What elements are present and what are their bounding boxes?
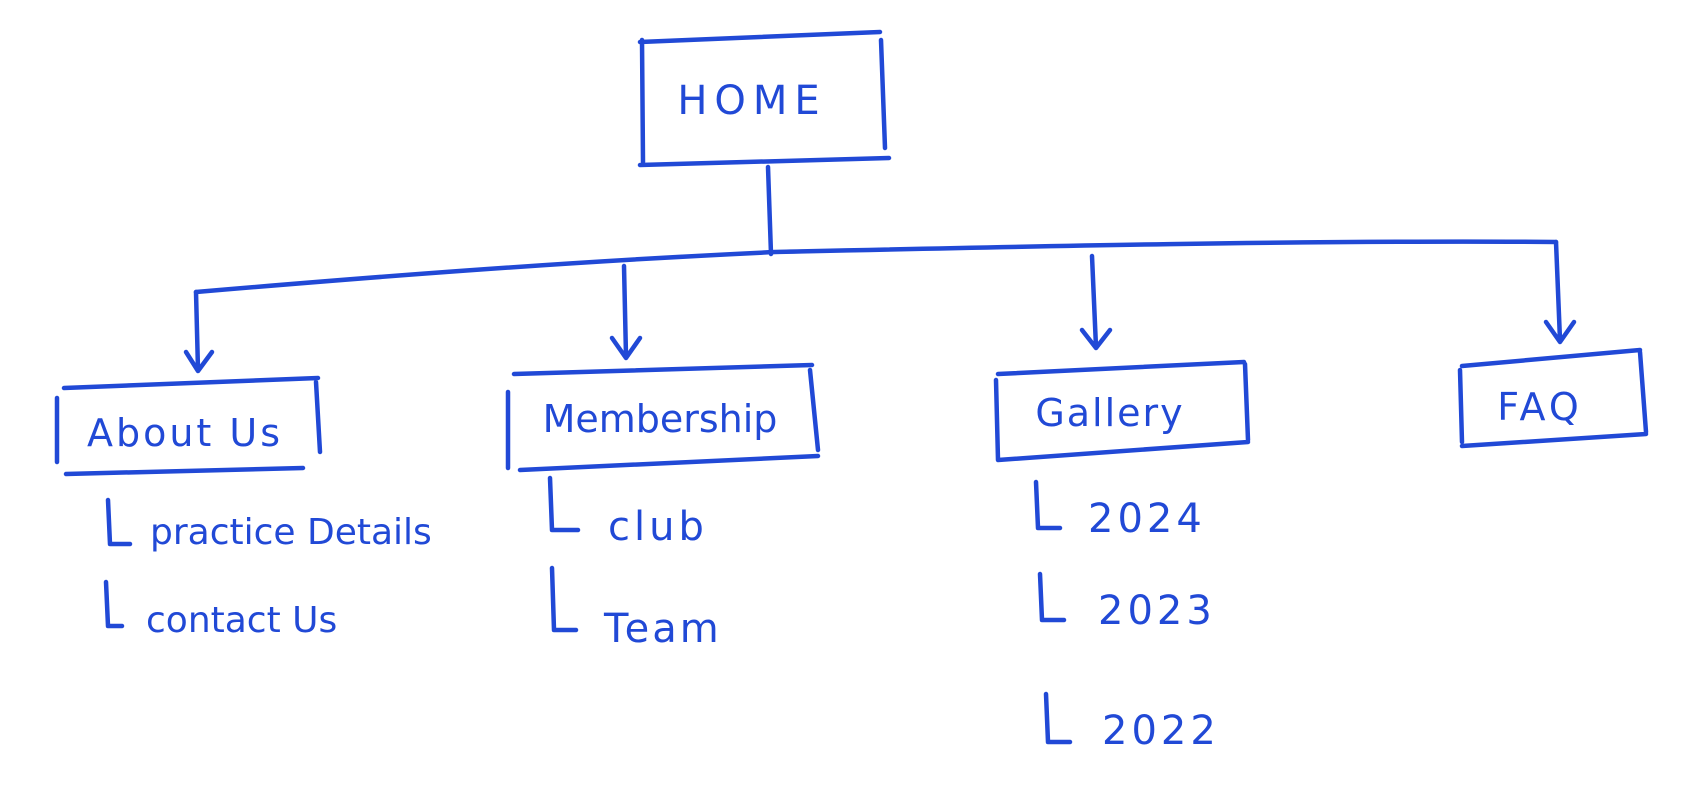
about-us-child-1: practice Details bbox=[150, 512, 432, 553]
branch-bus-line bbox=[193, 239, 1559, 295]
gallery-child-2: 2023 bbox=[1098, 588, 1216, 634]
faq-box bbox=[1457, 347, 1649, 449]
home-box bbox=[637, 29, 892, 168]
gallery-sub-mark-1 bbox=[1033, 479, 1063, 531]
about-us-label: About Us bbox=[87, 411, 283, 455]
faq-connector bbox=[1543, 239, 1577, 345]
about-us-child-2: contact Us bbox=[146, 600, 337, 641]
membership-child-1: club bbox=[608, 504, 708, 550]
membership-sub-mark-2 bbox=[549, 565, 579, 633]
about-us-sub-mark-1 bbox=[105, 497, 133, 547]
about-us-box bbox=[54, 375, 323, 477]
membership-child-2: Team bbox=[603, 606, 722, 652]
home-trunk-line bbox=[765, 164, 774, 257]
gallery-child-1: 2024 bbox=[1088, 496, 1206, 542]
membership-box bbox=[505, 362, 821, 473]
membership-label: Membership bbox=[543, 397, 778, 441]
about-us-sub-mark-2 bbox=[103, 579, 125, 629]
home-label: HOME bbox=[677, 78, 826, 124]
faq-label: FAQ bbox=[1497, 385, 1583, 429]
about-us-connector bbox=[183, 289, 215, 374]
gallery-sub-mark-2 bbox=[1037, 571, 1067, 623]
gallery-child-3: 2022 bbox=[1102, 708, 1220, 754]
gallery-label: Gallery bbox=[1035, 391, 1184, 435]
gallery-connector bbox=[1079, 253, 1113, 351]
gallery-box bbox=[993, 359, 1251, 463]
membership-connector bbox=[609, 263, 643, 361]
membership-sub-mark-1 bbox=[547, 475, 581, 533]
gallery-sub-mark-3 bbox=[1043, 691, 1073, 745]
